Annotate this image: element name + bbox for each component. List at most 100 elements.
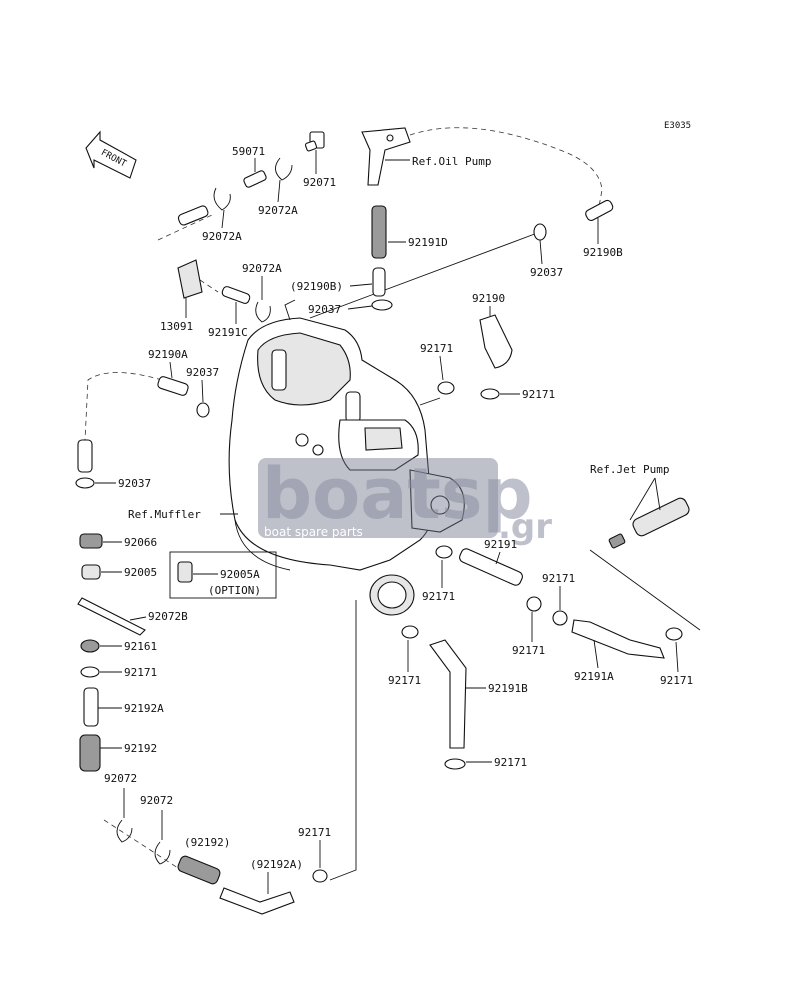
part-92190B [585, 199, 614, 222]
label-92072B: 92072B [148, 610, 188, 623]
clamp-92171-j [665, 627, 683, 641]
part-92005A [177, 561, 193, 583]
routing-line-top [157, 214, 213, 241]
ref-muffler-label: Ref.Muffler [128, 508, 201, 521]
drain-line [329, 600, 357, 881]
part-92072A-left [213, 187, 231, 211]
clamp-92171-b [480, 388, 500, 400]
oil-pump-bracket [361, 127, 411, 186]
part-92190A [157, 376, 189, 396]
label-92190B-paren: (92190B) [290, 280, 343, 293]
label-59071: 59071 [232, 145, 265, 158]
label-92191: 92191 [484, 538, 517, 551]
front-arrow-icon: FRONT [85, 130, 137, 179]
clamp-92171-e [435, 545, 453, 559]
label-92037-left: 92037 [186, 366, 219, 379]
label-92171-j: 92171 [660, 674, 693, 687]
watermark-brand: boatsp [262, 453, 533, 535]
part-92191A [571, 619, 665, 659]
clamp-92171-a [437, 381, 455, 395]
label-92161: 92161 [124, 640, 157, 653]
part-13091 [177, 259, 203, 299]
routing-line-13091 [199, 279, 219, 293]
label-92072-a: 92072 [104, 772, 137, 785]
label-92191D: 92191D [408, 236, 448, 249]
label-92192A: 92192A [124, 702, 164, 715]
clamp-92037-right [533, 223, 547, 241]
label-92191A: 92191A [574, 670, 614, 683]
part-92072A-mid [255, 301, 271, 323]
jet-pump-fitting [608, 477, 690, 549]
label-92171-f: 92171 [542, 572, 575, 585]
part-92066 [79, 533, 103, 549]
part-92072A-top [275, 157, 293, 181]
ref-oil-pump-label: Ref.Oil Pump [412, 155, 491, 168]
part-92072B [77, 597, 146, 636]
clamp-92037-center [371, 299, 393, 311]
label-92191C: 92191C [208, 326, 248, 339]
leader-92037-right [309, 231, 541, 319]
part-92192A [83, 687, 99, 727]
part-92191C [221, 286, 251, 304]
label-92171-h: 92171 [388, 674, 421, 687]
label-92191B: 92191B [488, 682, 528, 695]
clamp-92171-i [444, 758, 466, 770]
ref-jet-pump-label: Ref.Jet Pump [590, 463, 669, 476]
label-92072A-left: 92072A [202, 230, 242, 243]
label-92037-center: 92037 [308, 303, 341, 316]
label-92072A-top: 92072A [258, 204, 298, 217]
label-92192: 92192 [124, 742, 157, 755]
clamp-92171-h [401, 625, 419, 639]
label-92072-b: 92072 [140, 794, 173, 807]
part-92005 [81, 564, 101, 580]
label-92190A: 92190A [148, 348, 188, 361]
label-92072A-mid: 92072A [242, 262, 282, 275]
part-92192-paren [177, 855, 221, 885]
label-92005A: 92005A [220, 568, 260, 581]
label-92037-right: 92037 [530, 266, 563, 279]
clip-92072-a [116, 819, 133, 843]
label-92192A-paren: (92192A) [250, 858, 303, 871]
part-92190B-paren [372, 267, 386, 297]
clamp-92171-g [552, 610, 568, 626]
label-92066: 92066 [124, 536, 157, 549]
label-92171-c: 92171 [124, 666, 157, 679]
label-92171-e: 92171 [422, 590, 455, 603]
label-13091: 13091 [160, 320, 193, 333]
part-92071 [304, 131, 325, 152]
clamp-92037-left [196, 402, 210, 418]
label-92171-a: 92171 [420, 342, 453, 355]
routing-line-left [84, 372, 163, 441]
label-92037-low: 92037 [118, 477, 151, 490]
watermark-domain: .gr [498, 507, 552, 547]
clamp-92171-f [526, 596, 542, 612]
part-92192A-paren [219, 887, 295, 915]
part-92191 [459, 548, 523, 586]
label-92005: 92005 [124, 566, 157, 579]
clip-92072-b [154, 841, 171, 865]
label-92192-paren: (92192) [184, 836, 230, 849]
hose-vertical-left [77, 439, 93, 473]
option-box [169, 551, 277, 599]
label-92171-i: 92171 [494, 756, 527, 769]
part-92190 [479, 314, 513, 369]
label-92171-g: 92171 [512, 644, 545, 657]
watermark-tagline: boat spare parts [264, 525, 363, 539]
part-59071 [243, 170, 267, 188]
clamp-92171-d [312, 869, 328, 883]
routing-line-oil [409, 127, 603, 213]
diagram-code: E3035 [664, 121, 691, 131]
label-92071: 92071 [303, 176, 336, 189]
label-92190B: 92190B [583, 246, 623, 259]
label-option: (OPTION) [208, 584, 261, 597]
label-92190: 92190 [472, 292, 505, 305]
clamp-92171-c [80, 666, 100, 678]
watermark: boatsp .gr boat spare parts [258, 453, 552, 547]
part-92191D [371, 205, 387, 259]
hose-short-left [177, 205, 209, 226]
part-92161 [80, 639, 100, 653]
part-92191B [429, 639, 467, 749]
part-92192 [79, 734, 101, 772]
clamp-92037-low [75, 477, 95, 489]
